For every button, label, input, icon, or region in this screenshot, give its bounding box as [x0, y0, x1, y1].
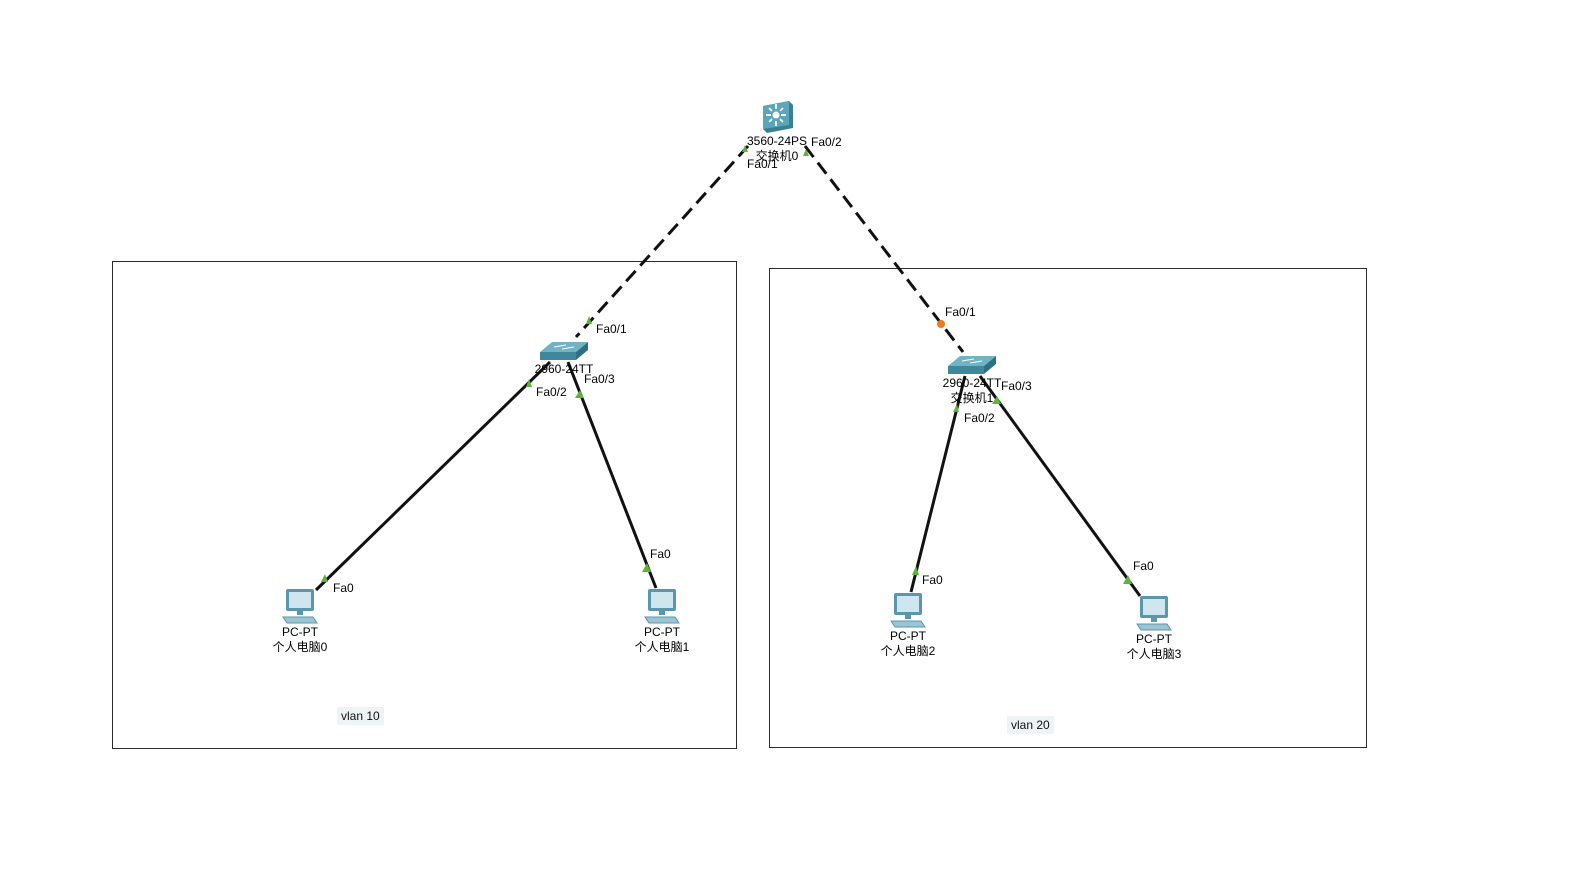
device-model-label: 3560-24PS: [746, 134, 808, 148]
link-left-pc1[interactable]: [566, 361, 658, 589]
pc-icon: [282, 589, 318, 624]
pc1[interactable]: PC-PT 个人电脑1: [622, 587, 702, 655]
link-core-right[interactable]: [803, 145, 965, 353]
vlan20-zone: [769, 268, 1367, 748]
switch-icon: [540, 342, 588, 360]
port-label: Fa0/3: [1001, 379, 1032, 393]
switch-left[interactable]: 2960-24TT: [530, 338, 598, 377]
device-name-label: 交换机0: [755, 149, 799, 163]
port-label: Fa0/2: [811, 135, 842, 149]
device-model-label: PC-PT: [1136, 632, 1172, 646]
port-label: Fa0: [333, 581, 354, 595]
device-model-label: 2960-24TT: [534, 362, 594, 376]
device-name-label: 个人电脑3: [1126, 647, 1182, 661]
link-left-pc0[interactable]: [314, 360, 552, 592]
port-up-marker: [642, 563, 651, 572]
device-model-label: PC-PT: [890, 629, 926, 643]
switch-icon: [948, 356, 996, 374]
link-right-pc3[interactable]: [978, 375, 1142, 597]
port-label: Fa0/2: [964, 411, 995, 425]
port-up-marker: [1123, 575, 1132, 584]
device-name-label: 交换机1: [950, 391, 994, 405]
port-up-marker: [992, 396, 1001, 404]
vlan10-zone: [112, 261, 737, 749]
port-up-marker: [742, 145, 748, 152]
port-orange-marker: [937, 320, 945, 328]
port-up-marker: [526, 379, 532, 387]
port-up-marker: [575, 390, 584, 398]
pc-icon: [644, 589, 680, 624]
pc3[interactable]: PC-PT 个人电脑3: [1114, 594, 1194, 662]
multilayer-switch-icon: [763, 101, 793, 133]
vlan10-label[interactable]: vlan 10: [337, 707, 384, 725]
port-up-marker: [321, 574, 328, 582]
port-up-marker: [953, 404, 959, 412]
switch-right[interactable]: 2960-24TT 交换机1: [938, 352, 1006, 406]
port-label: Fa0: [922, 573, 943, 587]
port-up-marker: [586, 316, 592, 324]
pc2[interactable]: PC-PT 个人电脑2: [868, 591, 948, 659]
device-model-label: 2960-24TT: [942, 376, 1002, 390]
port-up-marker: [912, 566, 919, 575]
pc-icon: [1136, 596, 1172, 631]
port-label: Fa0/1: [747, 157, 778, 171]
device-model-label: PC-PT: [282, 625, 318, 639]
port-label: Fa0/2: [536, 385, 567, 399]
port-up-marker: [803, 149, 809, 156]
port-label: Fa0/3: [584, 372, 615, 386]
device-name-label: 个人电脑2: [880, 644, 936, 658]
link-core-left[interactable]: [574, 144, 750, 339]
port-label: Fa0: [1133, 559, 1154, 573]
core-switch[interactable]: 3560-24PS 交换机0: [740, 98, 814, 164]
port-label: Fa0/1: [945, 305, 976, 319]
pc0[interactable]: PC-PT 个人电脑0: [260, 587, 340, 655]
device-name-label: 个人电脑0: [272, 640, 328, 654]
port-label: Fa0: [650, 547, 671, 561]
pc-icon: [890, 593, 926, 628]
device-name-label: 个人电脑1: [634, 640, 690, 654]
vlan20-label[interactable]: vlan 20: [1007, 716, 1054, 734]
port-label: Fa0/1: [596, 322, 627, 336]
device-model-label: PC-PT: [644, 625, 680, 639]
